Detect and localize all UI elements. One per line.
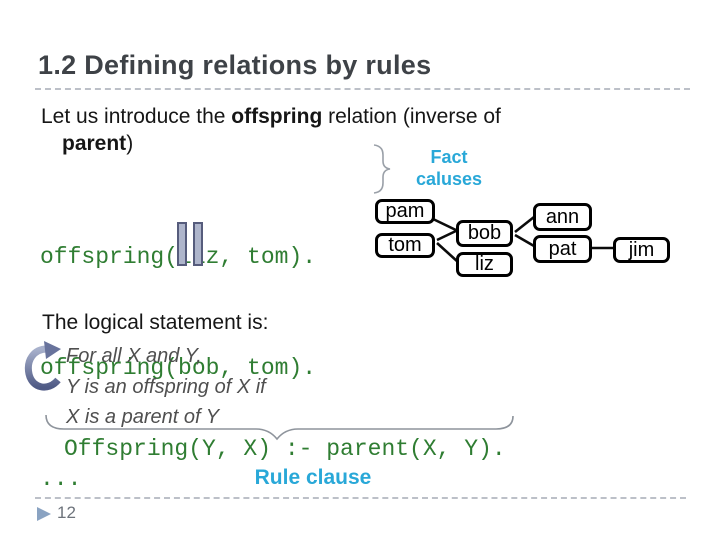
intro-bold-parent: parent bbox=[62, 132, 127, 155]
slide-title: 1.2 Defining relations by rules bbox=[38, 50, 432, 80]
footer-separator bbox=[35, 497, 686, 499]
rule-clause-label: Rule clause bbox=[254, 466, 372, 489]
tree-node-ann: ann bbox=[533, 203, 592, 231]
logical-line: For all X and Y, bbox=[66, 345, 202, 367]
tree-node-jim: jim bbox=[613, 237, 670, 263]
fact-label-line2: caluses bbox=[415, 169, 483, 189]
intro-bold-offspring: offspring bbox=[231, 105, 323, 128]
tree-node-label: pat bbox=[548, 237, 577, 260]
tree-node-liz: liz bbox=[456, 252, 513, 277]
tree-node-pat: pat bbox=[533, 235, 592, 263]
pause-bar-icon bbox=[193, 222, 203, 266]
tree-node-bob: bob bbox=[456, 220, 513, 247]
tree-node-label: tom bbox=[388, 234, 422, 256]
tree-node-label: bob bbox=[467, 222, 502, 244]
intro-text-2: relation (inverse of bbox=[322, 105, 501, 128]
code-line: offspring(bob, tom). bbox=[40, 355, 317, 381]
title-separator bbox=[35, 88, 690, 90]
intro-text-1: Let us introduce the bbox=[41, 105, 232, 128]
logical-line: Y is an offspring of X if bbox=[66, 375, 266, 398]
tree-node-pam: pam bbox=[375, 199, 435, 224]
tree-node-label: jim bbox=[628, 238, 655, 261]
logical-line: X is a parent of Y bbox=[66, 406, 220, 428]
tree-node-label: ann bbox=[545, 205, 580, 228]
tree-node-label: liz bbox=[475, 253, 494, 275]
fact-clauses-label: Fact caluses bbox=[402, 146, 496, 190]
fact-label-line1: Fact bbox=[430, 147, 468, 167]
tree-node-label: pam bbox=[385, 200, 425, 222]
intro-paragraph: Let us introduce the offspring relation … bbox=[41, 103, 501, 157]
tree-node-tom: tom bbox=[375, 233, 435, 258]
logical-statement-heading: The logical statement is: bbox=[42, 311, 269, 334]
code-line: ... bbox=[40, 466, 82, 492]
logical-statement-lines: For all X and Y, Y is an offspring of X … bbox=[66, 341, 266, 433]
pause-bar-icon bbox=[177, 222, 187, 266]
rule-clause-code: Offspring(Y, X) :- parent(X, Y). bbox=[64, 436, 506, 462]
intro-text-3: ) bbox=[126, 132, 134, 155]
page-number: 12 bbox=[57, 503, 76, 522]
